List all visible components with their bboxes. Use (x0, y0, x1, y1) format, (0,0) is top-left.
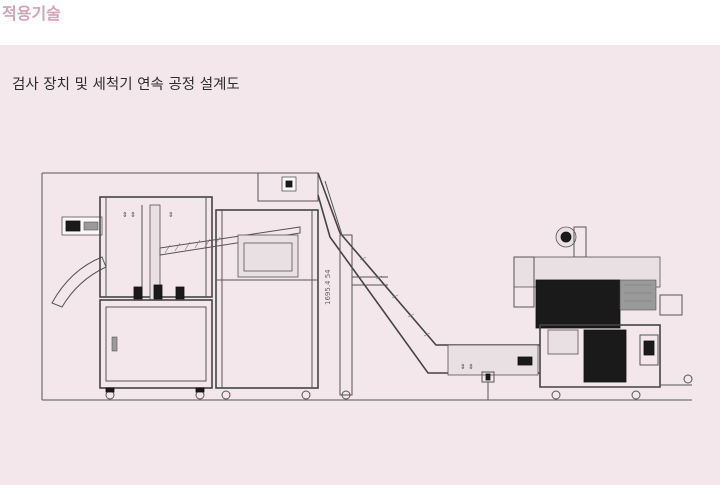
transfer-unit: 1695.4 54 (159, 172, 332, 400)
diagram-caption: 검사 장치 및 세척기 연속 공정 설계도 (12, 77, 240, 93)
svg-text:⇕ ⇕: ⇕ ⇕ (460, 363, 474, 371)
svg-text:⇕: ⇕ (168, 211, 174, 219)
process-line-drawing: ⇕ ⇕ ⇕ (41, 172, 693, 401)
incline-conveyor: ⇕ ⇕ (317, 172, 540, 400)
diagram-panel: 검사 장치 및 세척기 연속 공정 설계도 ⇕ ⇕ ⇕ (0, 45, 720, 485)
svg-text:⇕ ⇕: ⇕ ⇕ (122, 211, 136, 219)
svg-text:1695.4 54: 1695.4 54 (324, 269, 332, 305)
washer-unit (513, 226, 693, 400)
section-title: 적용기술 (2, 4, 61, 23)
inspection-machine: ⇕ ⇕ ⇕ (41, 172, 280, 400)
